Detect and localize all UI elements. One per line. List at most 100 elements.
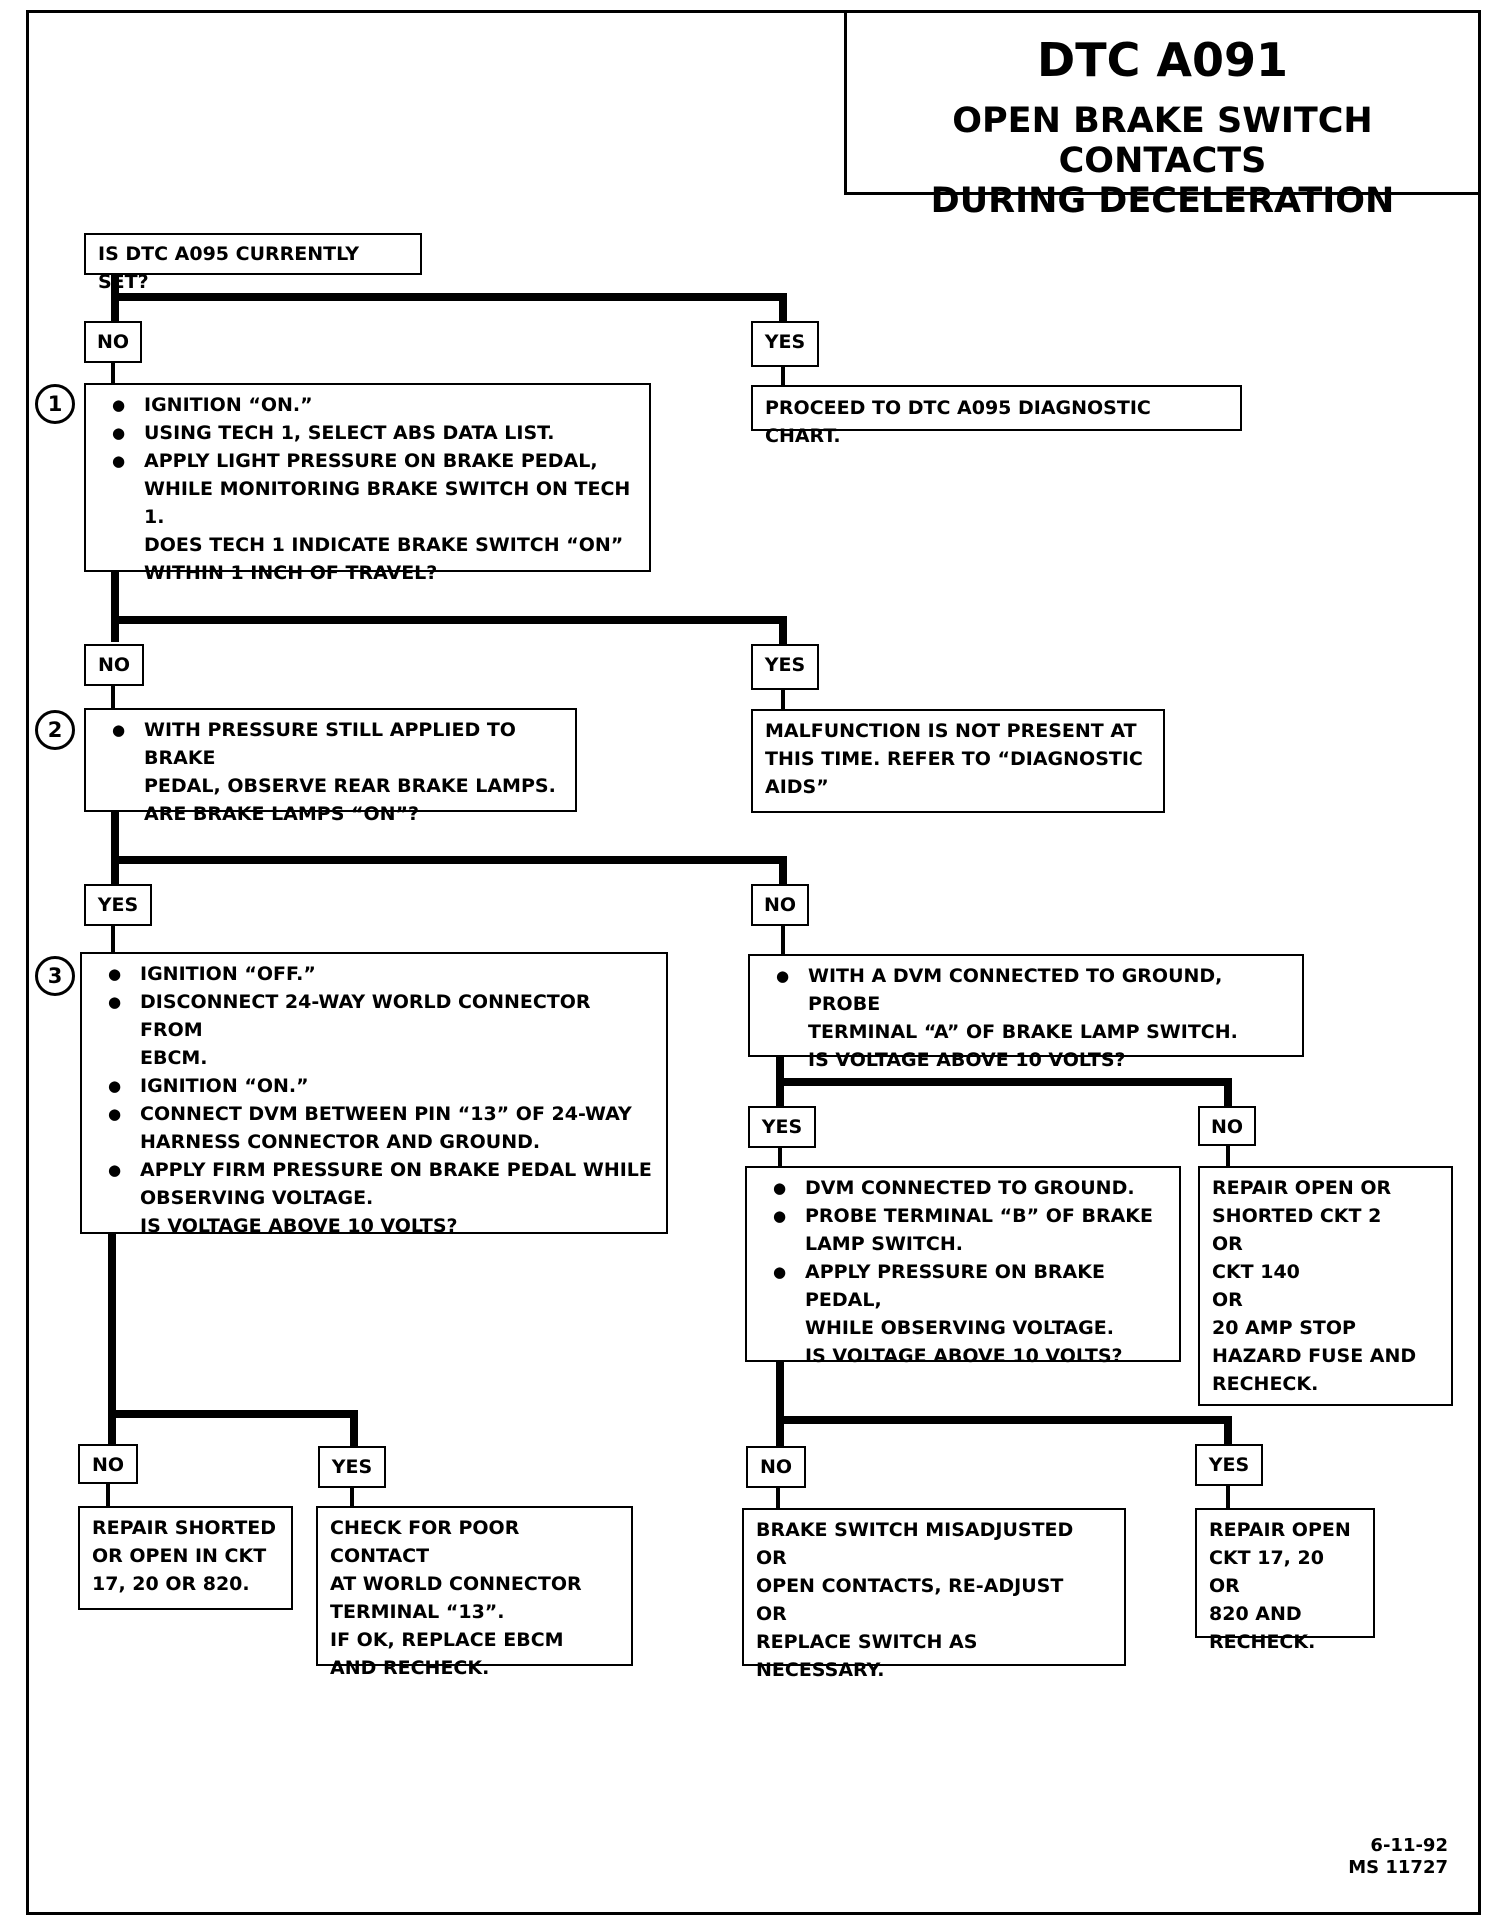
brake-switch-line: BRAKE SWITCH MISADJUSTED (756, 1519, 1074, 1541)
connector-line (1224, 1416, 1232, 1452)
brake-switch-line: OR (756, 1603, 787, 1625)
label-no: NO (1198, 1106, 1256, 1146)
footer-date: 6-11-92 (1370, 1835, 1448, 1856)
step3-item: IGNITION “OFF.” (94, 960, 654, 988)
dvm-a-item: WITH A DVM CONNECTED TO GROUND, PROBE TE… (762, 962, 1290, 1074)
brake-switch-line: REPLACE SWITCH AS NECESSARY. (756, 1631, 978, 1681)
connector-line (106, 1484, 110, 1508)
dvm-b-item-line: APPLY PRESSURE ON BRAKE PEDAL, (805, 1261, 1105, 1311)
step3-item: DISCONNECT 24-WAY WORLD CONNECTOR FROM E… (94, 988, 654, 1072)
connector-line (776, 1360, 784, 1456)
label-no: NO (78, 1444, 138, 1484)
connector-line (111, 572, 119, 642)
dvm-a-item-line: WITH A DVM CONNECTED TO GROUND, PROBE (808, 965, 1223, 1015)
connector-line (111, 686, 115, 708)
dvm-a-item-line: IS VOLTAGE ABOVE 10 VOLTS? (808, 1049, 1126, 1071)
label-no: NO (746, 1446, 806, 1488)
step1-item-line: WITHIN 1 INCH OF TRAVEL? (144, 562, 438, 584)
label-no: NO (751, 884, 809, 926)
dtc-description: OPEN BRAKE SWITCH CONTACTS DURING DECELE… (847, 101, 1478, 221)
check-poor-line: AT WORLD CONNECTOR (330, 1573, 582, 1595)
label-no: NO (84, 644, 144, 686)
proceed-box: PROCEED TO DTC A095 DIAGNOSTIC CHART. (751, 385, 1242, 447)
dvm-a-item-line: TERMINAL “A” OF BRAKE LAMP SWITCH. (808, 1021, 1238, 1043)
brake-switch-line: OPEN CONTACTS, RE-ADJUST (756, 1575, 1064, 1597)
step1-item-line: WHILE MONITORING BRAKE SWITCH ON TECH 1. (144, 478, 631, 528)
connector-line (776, 1078, 1232, 1086)
dvm-b-item-line: PROBE TERMINAL “B” OF BRAKE (805, 1205, 1153, 1227)
dtc-description-line: OPEN BRAKE SWITCH CONTACTS (952, 101, 1373, 181)
step3-item: CONNECT DVM BETWEEN PIN “13” OF 24-WAY H… (94, 1100, 654, 1156)
repair-open-box: REPAIR OPEN CKT 17, 20 OR 820 AND RECHEC… (1195, 1508, 1375, 1653)
connector-line (779, 293, 787, 323)
connector-line (111, 616, 787, 624)
start-question-box: IS DTC A095 CURRENTLY SET? (84, 233, 422, 293)
repair-ckt2-box: REPAIR OPEN OR SHORTED CKT 2 OR CKT 140 … (1198, 1166, 1453, 1406)
step3-item-line: CONNECT DVM BETWEEN PIN “13” OF 24-WAY (140, 1103, 632, 1125)
malfunction-line: THIS TIME. REFER TO “DIAGNOSTIC (765, 748, 1143, 770)
connector-line (778, 1148, 782, 1168)
dvm-b-item-line: WHILE OBSERVING VOLTAGE. (805, 1317, 1114, 1339)
connector-line (111, 293, 787, 301)
connector-line (108, 1232, 116, 1454)
repair-open-line: 820 AND (1209, 1603, 1302, 1625)
connector-line (111, 363, 115, 385)
dvm-b-item: PROBE TERMINAL “B” OF BRAKE LAMP SWITCH. (759, 1202, 1167, 1258)
dvm-b-item-line: IS VOLTAGE ABOVE 10 VOLTS? (805, 1345, 1123, 1367)
dvm-b-item-line: LAMP SWITCH. (805, 1233, 963, 1255)
check-poor-line: TERMINAL “13”. (330, 1601, 505, 1623)
step3-item-line: IS VOLTAGE ABOVE 10 VOLTS? (140, 1215, 458, 1237)
repair-ckt2-line: REPAIR OPEN OR (1212, 1177, 1392, 1199)
connector-line (1224, 1078, 1232, 1108)
step3-item-line: OBSERVING VOLTAGE. (140, 1187, 374, 1209)
label-yes: YES (748, 1106, 816, 1148)
connector-line (350, 1410, 358, 1454)
repair-ckt2-line: 20 AMP STOP (1212, 1317, 1356, 1339)
repair-open-line: RECHECK. (1209, 1631, 1316, 1653)
label-yes: YES (751, 644, 819, 690)
step-number-badge: 3 (35, 956, 75, 996)
step1-item-line: DOES TECH 1 INDICATE BRAKE SWITCH “ON” (144, 534, 624, 556)
check-poor-line: IF OK, REPLACE EBCM (330, 1629, 564, 1651)
label-yes: YES (318, 1446, 386, 1488)
step1-box: IGNITION “ON.” USING TECH 1, SELECT ABS … (84, 383, 651, 584)
dvm-terminal-b-box: DVM CONNECTED TO GROUND. PROBE TERMINAL … (745, 1166, 1181, 1367)
step3-item: IGNITION “ON.” (94, 1072, 654, 1100)
footer-ref: MS 11727 (1348, 1857, 1448, 1878)
brake-switch-box: BRAKE SWITCH MISADJUSTED OR OPEN CONTACT… (742, 1508, 1126, 1681)
repair-ckt2-line: OR (1212, 1233, 1243, 1255)
connector-line (111, 926, 115, 954)
step1-item-line: APPLY LIGHT PRESSURE ON BRAKE PEDAL, (144, 450, 598, 472)
dvm-terminal-a-box: WITH A DVM CONNECTED TO GROUND, PROBE TE… (748, 954, 1304, 1071)
connector-line (776, 1416, 1232, 1424)
proceed-text: PROCEED TO DTC A095 DIAGNOSTIC CHART. (765, 397, 1151, 447)
step1-item: APPLY LIGHT PRESSURE ON BRAKE PEDAL, WHI… (98, 447, 637, 587)
step3-item-line: DISCONNECT 24-WAY WORLD CONNECTOR FROM (140, 991, 591, 1041)
malfunction-box: MALFUNCTION IS NOT PRESENT AT THIS TIME.… (751, 709, 1165, 813)
start-question: IS DTC A095 CURRENTLY SET? (98, 243, 360, 293)
label-no: NO (84, 321, 142, 363)
repair-shorted-line: REPAIR SHORTED (92, 1517, 277, 1539)
repair-ckt2-line: SHORTED CKT 2 (1212, 1205, 1382, 1227)
connector-line (1226, 1486, 1230, 1510)
dtc-code: DTC A091 (1037, 33, 1288, 87)
repair-shorted-line: 17, 20 OR 820. (92, 1573, 250, 1595)
step2-box: WITH PRESSURE STILL APPLIED TO BRAKE PED… (84, 708, 577, 825)
dtc-description-line: DURING DECELERATION (930, 181, 1395, 221)
label-yes: YES (84, 884, 152, 926)
repair-ckt2-line: RECHECK. (1212, 1373, 1319, 1395)
connector-line (350, 1488, 354, 1508)
repair-ckt2-line: OR (1212, 1289, 1243, 1311)
check-poor-line: CHECK FOR POOR CONTACT (330, 1517, 520, 1567)
connector-line (111, 856, 787, 864)
malfunction-line: MALFUNCTION IS NOT PRESENT AT (765, 720, 1137, 742)
connector-line (779, 856, 787, 886)
check-poor-contact-box: CHECK FOR POOR CONTACT AT WORLD CONNECTO… (316, 1506, 633, 1679)
connector-line (111, 812, 119, 887)
step2-item: WITH PRESSURE STILL APPLIED TO BRAKE PED… (98, 716, 563, 828)
step2-item-line: ARE BRAKE LAMPS “ON”? (144, 803, 420, 825)
check-poor-line: AND RECHECK. (330, 1657, 490, 1679)
label-yes: YES (1195, 1444, 1263, 1486)
connector-line (776, 1488, 780, 1510)
step2-item-line: PEDAL, OBSERVE REAR BRAKE LAMPS. (144, 775, 556, 797)
